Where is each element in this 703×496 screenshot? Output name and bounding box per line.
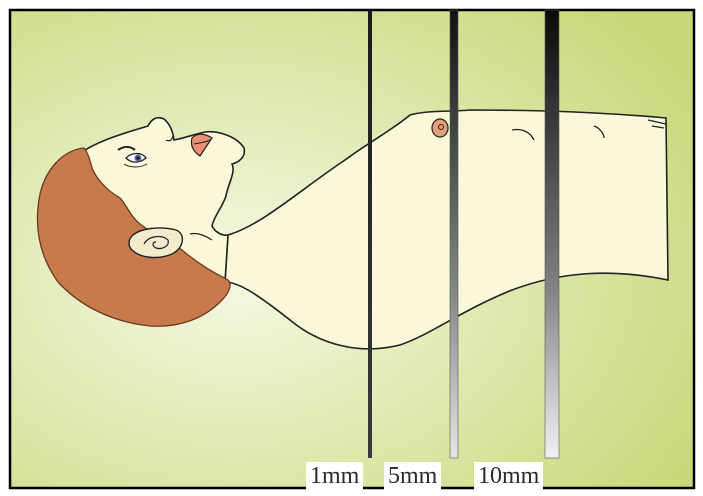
probe-1mm xyxy=(368,10,372,458)
pupil xyxy=(136,156,139,159)
probe-label-1mm: 1mm xyxy=(306,462,363,490)
probe-label-10mm: 10mm xyxy=(474,462,543,490)
probe-5mm xyxy=(450,10,458,458)
probe-label-5mm: 5mm xyxy=(384,462,441,490)
nipple xyxy=(432,119,448,137)
ear xyxy=(129,228,182,257)
probe-10mm xyxy=(545,10,559,458)
